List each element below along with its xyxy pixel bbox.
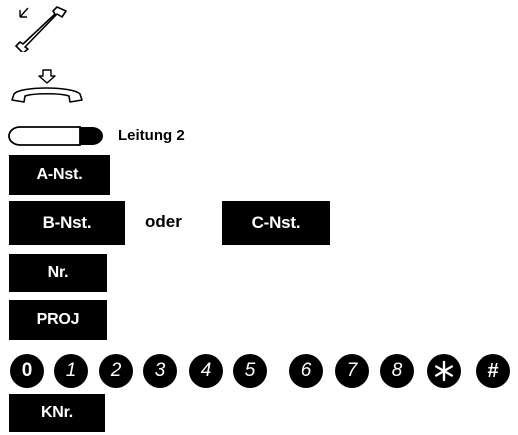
digit-0-key[interactable]: 0 [10, 354, 44, 388]
digit-4-key[interactable]: 4 [189, 354, 223, 388]
digit-6-label: 6 [300, 360, 312, 381]
digit-2-key[interactable]: 2 [99, 354, 133, 388]
b-nst-label: B-Nst. [42, 213, 92, 232]
proj-label: PROJ [36, 311, 80, 328]
c-nst-label: C-Nst. [251, 213, 301, 232]
digit-5-key[interactable]: 5 [233, 354, 267, 388]
digit-0-label: 0 [21, 360, 33, 381]
b-nst-key[interactable]: B-Nst. [9, 201, 125, 245]
hash-key[interactable]: # [476, 354, 510, 388]
nr-key[interactable]: Nr. [9, 254, 107, 292]
digit-3-label: 3 [154, 360, 166, 381]
digit-7-label: 7 [346, 360, 358, 381]
line-label: Leitung 2 [118, 127, 185, 144]
star-icon [435, 360, 453, 382]
handset-hang-up-icon [11, 69, 83, 103]
nr-label: Nr. [47, 264, 69, 281]
knr-label: KNr. [40, 404, 74, 421]
oder-label: oder [145, 212, 182, 231]
handset-lift-icon [15, 6, 67, 52]
c-nst-key[interactable]: C-Nst. [222, 201, 330, 245]
digit-8-label: 8 [391, 360, 403, 381]
digit-3-key[interactable]: 3 [143, 354, 177, 388]
digit-8-key[interactable]: 8 [380, 354, 414, 388]
digit-7-key[interactable]: 7 [335, 354, 369, 388]
digit-1-key[interactable]: 1 [54, 354, 88, 388]
star-key[interactable] [427, 354, 461, 388]
proj-key[interactable]: PROJ [9, 300, 107, 340]
line-indicator-icon [8, 126, 103, 146]
digit-6-key[interactable]: 6 [289, 354, 323, 388]
a-nst-label: A-Nst. [36, 166, 83, 183]
hash-label: # [487, 359, 499, 382]
digit-2-label: 2 [110, 360, 122, 381]
knr-key[interactable]: KNr. [9, 394, 105, 432]
a-nst-key[interactable]: A-Nst. [9, 155, 110, 195]
digit-1-label: 1 [65, 360, 77, 381]
digit-4-label: 4 [200, 360, 212, 381]
digit-5-label: 5 [244, 360, 256, 381]
